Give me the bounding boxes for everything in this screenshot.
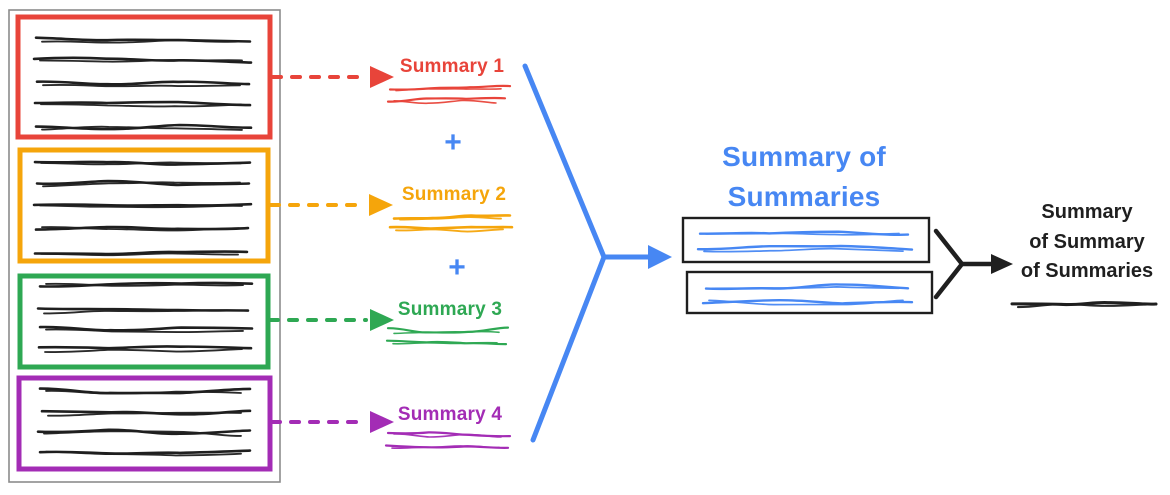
scribble-stroke [35,80,251,86]
scribble-stroke [696,244,914,251]
dashed-arrow-yellow [269,194,393,216]
dashed-arrow-red [271,66,394,88]
scribble-stroke [47,411,242,417]
scribble-stroke [45,450,242,457]
scribble-stroke [37,345,253,350]
scribble-stroke [40,252,239,257]
scribble-stroke [40,103,242,108]
label-line: Summary [1041,201,1133,223]
scribble-stroke [41,125,243,131]
summary-2-label: Summary 2 [401,184,507,205]
bracket-lines [522,63,607,443]
scribble-stroke [711,286,900,290]
scribble-stroke [44,348,243,353]
arrowhead-icon [370,411,394,433]
scribble-stroke [393,330,500,335]
scribble-stroke [42,83,241,88]
document-box-red [15,14,273,140]
summary-of-summaries-title: Summary of Summaries [688,137,920,217]
scribble-stroke [395,228,504,233]
dashed-arrow-green [268,309,394,331]
scribble-stroke [1016,302,1149,309]
scribble-stroke [703,247,904,253]
summary-of-summaries-box-2 [685,270,934,315]
summary-of-summaries-box-1 [681,216,931,264]
summary-3-label: Summary 3 [397,299,503,320]
summary-4-label: Summary 4 [397,404,503,425]
scribble-stroke [705,232,900,236]
arrowhead-icon [648,245,672,269]
scribble-stroke [45,389,242,395]
scribble-stroke [45,282,244,287]
document-box-yellow [17,147,271,264]
title-line: Summary of [722,141,886,172]
label-line: of Summary [1029,230,1145,253]
title-line: Summaries [727,181,881,212]
scribble-stroke [385,339,508,346]
scribble-stroke [38,281,254,288]
scribble-stroke [43,430,242,437]
scribble-stroke [33,100,252,107]
scribble-stroke [41,226,240,232]
dashed-arrow-purple [270,411,394,433]
scribble-stroke [34,36,252,43]
scribble-stroke [399,216,502,221]
arrowhead-icon [991,254,1013,274]
scribble-stroke [39,204,243,209]
document-box-purple [16,375,273,472]
scribble-stroke [39,59,243,63]
arrowhead-icon [370,66,394,88]
scribble-stroke [392,341,498,345]
arrowhead-icon [369,194,393,216]
scribble-stroke [708,299,904,306]
scribble-stroke [38,325,254,332]
plus-icon: + [444,126,462,159]
scribble-stroke [393,99,497,105]
scribble-stroke [386,96,507,103]
scribble-stroke [43,309,240,315]
label-line: of Summaries [1020,260,1154,282]
scribble-stroke [42,181,241,188]
scribble-stroke [45,328,244,334]
arrowhead-icon [370,309,394,331]
document-box-green [17,273,271,370]
scribble-stroke [393,433,502,438]
scribble-stroke [1010,300,1158,307]
scribble-stroke [395,87,502,92]
scribble-stroke [41,39,242,44]
summary-1-label: Summary 1 [399,56,505,77]
source-documents-panel [8,9,281,483]
plus-icon: + [448,251,466,284]
scribble-stroke [40,161,242,166]
bracket-lines [933,228,965,300]
final-summary-label: Summary of Summary of Summaries [1010,198,1164,287]
merge-bracket-blue [522,63,672,443]
scribble-text-lines [32,36,1158,457]
scribble-stroke [388,225,514,230]
merge-bracket-black [933,228,1013,300]
scribble-stroke [391,445,500,450]
